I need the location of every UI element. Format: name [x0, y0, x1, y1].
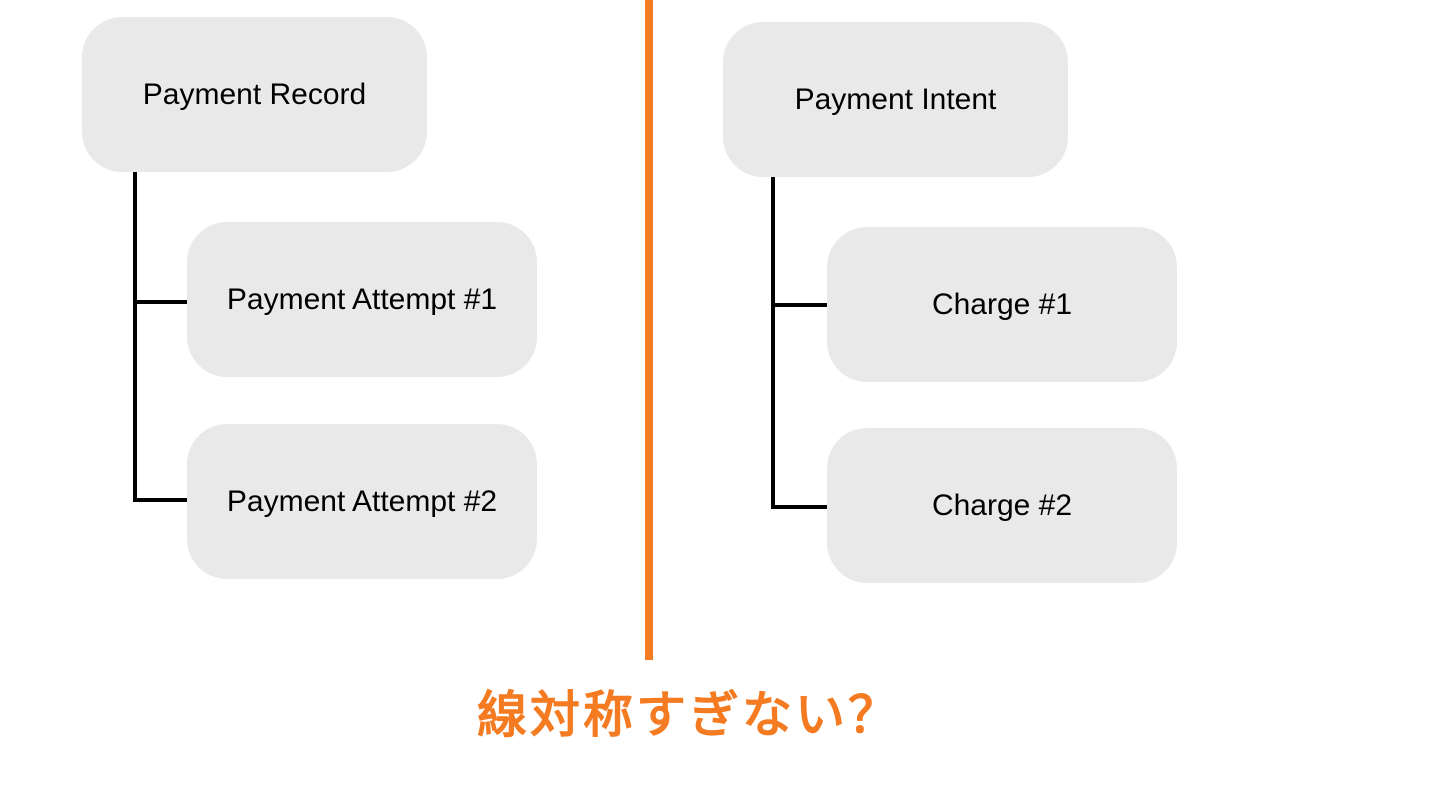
- right-branch-2-connector: [771, 505, 829, 509]
- right-trunk-connector: [771, 177, 775, 509]
- node-payment-attempt-2: Payment Attempt #2: [187, 424, 537, 579]
- right-branch-1-connector: [771, 303, 829, 307]
- node-charge-1: Charge #1: [827, 227, 1177, 382]
- left-trunk-connector: [133, 172, 137, 502]
- node-payment-intent: Payment Intent: [723, 22, 1068, 177]
- node-payment-record: Payment Record: [82, 17, 427, 172]
- caption-text: 線対称すぎない？: [477, 687, 901, 743]
- left-branch-1-connector: [133, 300, 191, 304]
- left-branch-2-connector: [133, 498, 191, 502]
- symmetry-axis-line: [645, 0, 653, 660]
- node-payment-attempt-1: Payment Attempt #1: [187, 222, 537, 377]
- node-charge-2: Charge #2: [827, 428, 1177, 583]
